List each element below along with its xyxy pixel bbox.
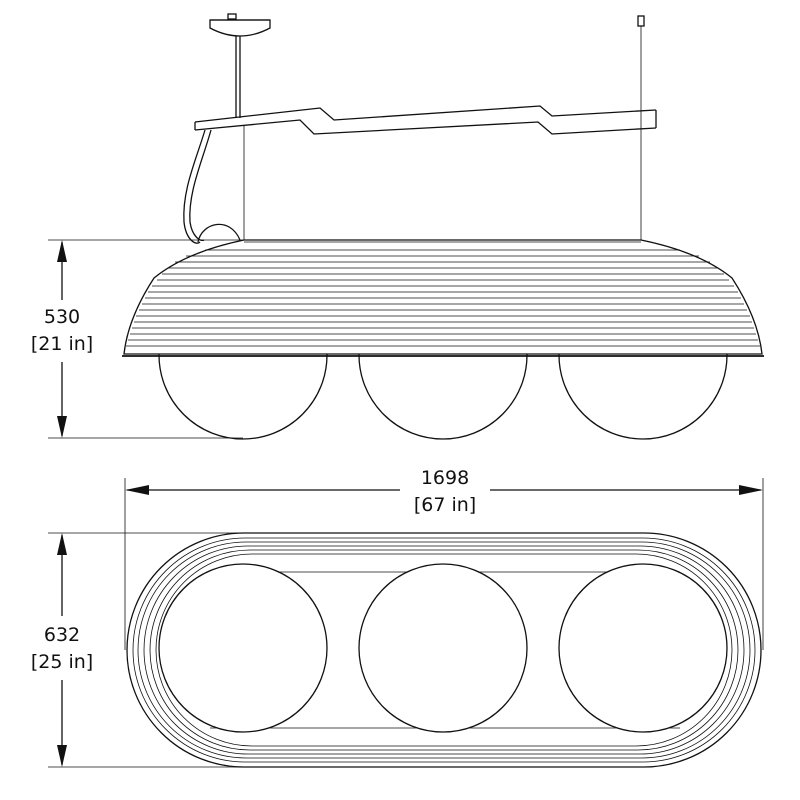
length-imperial: [67 in]	[414, 494, 476, 516]
arrow-down	[57, 416, 67, 438]
arrow-right	[739, 485, 763, 495]
height-value: 530	[44, 306, 80, 328]
ribbed-shade	[122, 239, 764, 357]
side-view	[122, 13, 764, 440]
height-dimension: 530 [21 in]	[31, 239, 244, 439]
globe-top-left	[158, 563, 328, 733]
arrow-up	[57, 240, 67, 262]
length-dimension: 1698 [67 in]	[124, 463, 764, 650]
stepped-support-bar	[194, 105, 657, 135]
globe-top-center	[358, 563, 528, 733]
width-value: 632	[44, 624, 80, 646]
length-value: 1698	[421, 467, 469, 489]
top-view	[126, 532, 762, 768]
globe-top-right	[558, 563, 728, 733]
suspension-rod	[235, 36, 245, 240]
arrow-down	[57, 745, 67, 767]
width-imperial: [25 in]	[31, 651, 93, 673]
width-dimension: 632 [25 in]	[31, 532, 243, 768]
power-cord	[183, 129, 241, 244]
arrow-up	[57, 533, 67, 555]
suspension-wire-right	[637, 15, 645, 240]
ceiling-canopy	[209, 13, 271, 37]
globe-bulbs-top	[158, 563, 728, 733]
height-imperial: [21 in]	[31, 333, 93, 355]
arrow-left	[125, 485, 149, 495]
